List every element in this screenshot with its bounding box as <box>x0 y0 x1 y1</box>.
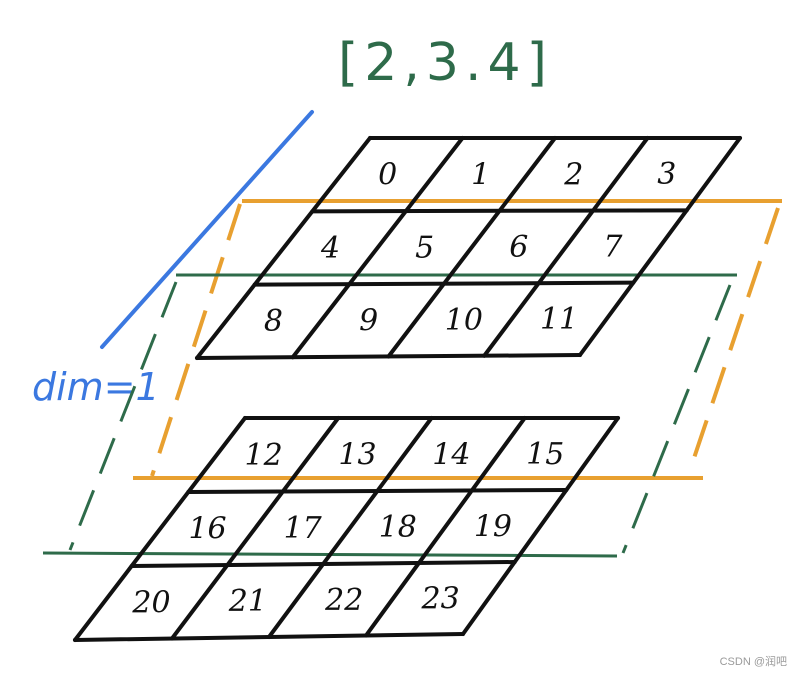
grid-col-line <box>290 136 465 360</box>
cell-value: 7 <box>603 230 623 265</box>
cell-value: 20 <box>131 585 170 620</box>
grid-col-line <box>461 416 620 636</box>
cell-value: 3 <box>657 157 676 192</box>
block-top-grid: 0 1 2 3 4 5 6 7 8 9 10 11 <box>195 136 742 360</box>
grid-col-line <box>267 416 434 639</box>
cell-value: 4 <box>320 231 340 266</box>
cell-value: 22 <box>324 583 363 618</box>
watermark: CSDN @润吧 <box>719 656 787 668</box>
dim-label: dim=1 <box>32 365 160 409</box>
cell-value: 17 <box>284 511 323 546</box>
cell-value: 14 <box>432 437 470 472</box>
cell-value: 9 <box>359 303 378 338</box>
cell-value: 15 <box>526 437 564 472</box>
cell-value: 6 <box>509 230 528 265</box>
cell-value: 23 <box>421 582 460 617</box>
block-bottom-grid: 12 13 14 15 16 17 18 19 20 21 22 23 <box>73 416 620 642</box>
grid-col-line <box>578 136 742 357</box>
grid-col-line <box>386 136 557 359</box>
cell-value: 10 <box>445 303 483 338</box>
cell-value: 2 <box>563 157 583 192</box>
cell-value: 21 <box>228 584 267 619</box>
cell-value: 5 <box>415 230 434 265</box>
cell-value: 11 <box>540 302 578 337</box>
grid-col-line <box>170 416 341 641</box>
cell-value: 13 <box>338 438 376 473</box>
cell-value: 0 <box>378 158 397 193</box>
cell-value: 19 <box>474 509 512 544</box>
cell-value: 8 <box>264 304 283 339</box>
shape-title: [2,3.4] <box>338 33 553 93</box>
grid-col-line <box>364 416 527 638</box>
cell-value: 12 <box>245 438 283 473</box>
grid-col-line <box>195 136 372 360</box>
dim-axis-line <box>100 110 314 349</box>
cell-value: 1 <box>471 157 490 192</box>
cell-value: 16 <box>188 512 226 547</box>
grid-col-line <box>482 136 650 358</box>
cell-value: 18 <box>379 510 417 545</box>
grid-col-line <box>73 416 247 642</box>
